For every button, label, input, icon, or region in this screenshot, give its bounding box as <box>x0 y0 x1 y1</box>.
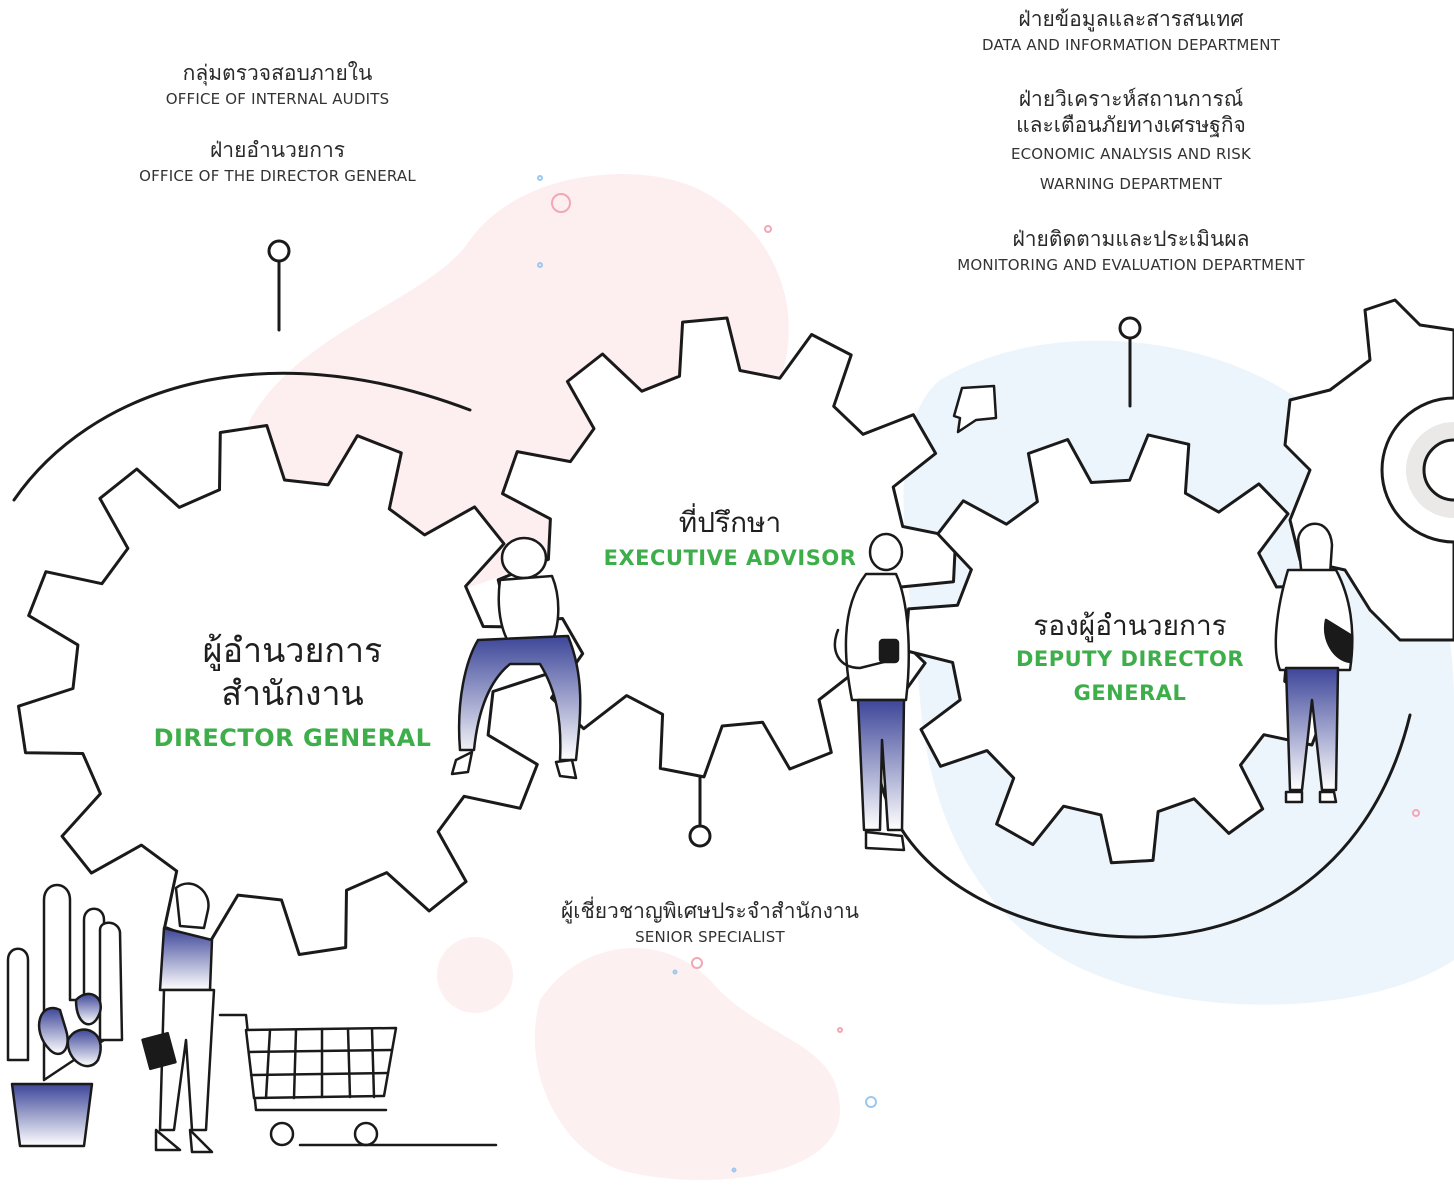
econ-dept-en1: ECONOMIC ANALYSIS AND RISK <box>1010 144 1252 163</box>
director-office-en: OFFICE OF THE DIRECTOR GENERAL <box>139 167 416 186</box>
gear-director <box>17 424 549 956</box>
speech-bubble-icon <box>952 384 998 434</box>
monitor-dept-label: ฝ่ายติดตามและประเมินผล MONITORING AND EV… <box>930 226 1332 275</box>
shopper-with-cart-figure <box>141 882 498 1154</box>
data-dept-label: ฝ่ายข้อมูลและสารสนเทศ DATA AND INFORMATI… <box>930 6 1332 55</box>
pin-head-left <box>267 239 291 263</box>
director-office-label: ฝ่ายอำนวยการ OFFICE OF THE DIRECTOR GENE… <box>110 137 445 186</box>
specialist-th: ผู้เชี่ยวชาญพิเศษประจำสำนักงาน <box>560 899 860 923</box>
woman-with-bag-figure <box>1274 522 1354 804</box>
monitor-dept-en: MONITORING AND EVALUATION DEPARTMENT <box>957 256 1305 275</box>
cactus-plant-illustration <box>6 883 124 1148</box>
pin-head-bottom <box>688 824 712 848</box>
econ-dept-label: ฝ่ายวิเคราะห์สถานการณ์ และเตือนภัยทางเศร… <box>930 86 1332 194</box>
left-arc <box>12 371 472 502</box>
pink-blob-small <box>437 937 513 1013</box>
advisor-th: ที่ปรึกษา <box>678 506 782 539</box>
specialist-label: ผู้เชี่ยวชาญพิเศษประจำสำนักงาน SENIOR SP… <box>530 898 890 947</box>
pink-blob-bottom <box>534 947 840 1180</box>
internal-audit-en: OFFICE OF INTERNAL AUDITS <box>165 90 390 109</box>
pin-head-right <box>1118 316 1142 340</box>
director-th1: ผู้อำนวยการ <box>202 631 383 671</box>
advisor-gear-label: ที่ปรึกษา EXECUTIVE ADVISOR <box>590 505 870 576</box>
econ-dept-en2: WARNING DEPARTMENT <box>1039 175 1223 194</box>
econ-dept-th2: และเตือนภัยทางเศรษฐกิจ <box>1016 113 1246 138</box>
director-office-th: ฝ่ายอำนวยการ <box>209 138 346 162</box>
internal-audit-th: กลุ่มตรวจสอบภายใน <box>182 61 373 85</box>
deputy-th: รองผู้อำนวยการ <box>1033 609 1227 642</box>
right-arc <box>878 713 1412 939</box>
director-en: DIRECTOR GENERAL <box>153 724 432 752</box>
director-th2: สำนักงาน <box>221 673 364 714</box>
specialist-en: SENIOR SPECIALIST <box>635 928 785 947</box>
data-dept-th: ฝ่ายข้อมูลและสารสนเทศ <box>1018 7 1244 31</box>
gear-deputy <box>903 433 1336 865</box>
sitting-person-figure <box>450 536 582 780</box>
internal-audit-label: กลุ่มตรวจสอบภายใน OFFICE OF INTERNAL AUD… <box>110 60 445 109</box>
deputy-en1: DEPUTY DIRECTOR <box>1015 647 1245 671</box>
deputy-gear-label: รองผู้อำนวยการ DEPUTY DIRECTOR GENERAL <box>990 608 1270 710</box>
monitor-dept-th: ฝ่ายติดตามและประเมินผล <box>1012 227 1250 251</box>
director-gear-label: ผู้อำนวยการ สำนักงาน DIRECTOR GENERAL <box>130 630 455 753</box>
shopping-cart-icon <box>218 1013 498 1147</box>
deputy-en2: GENERAL <box>1073 680 1187 705</box>
advisor-en: EXECUTIVE ADVISOR <box>603 546 857 570</box>
econ-dept-th1: ฝ่ายวิเคราะห์สถานการณ์ <box>1018 87 1244 111</box>
data-dept-en: DATA AND INFORMATION DEPARTMENT <box>981 36 1280 55</box>
standing-person-camera-figure <box>833 532 910 852</box>
